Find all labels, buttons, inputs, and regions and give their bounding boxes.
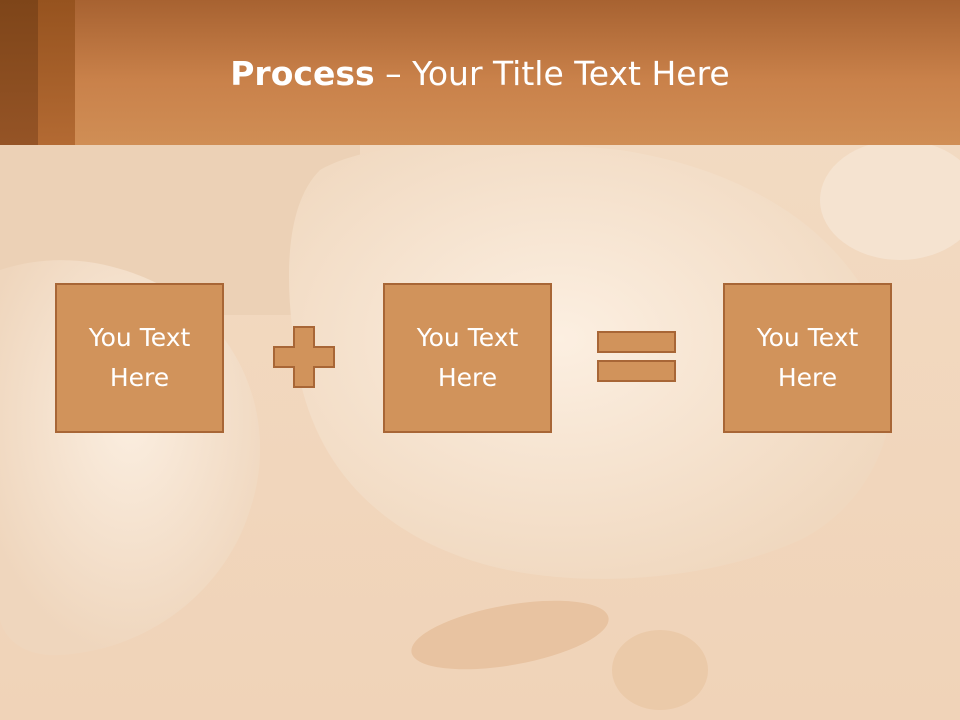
process-box-1-label: You Text Here <box>88 323 191 392</box>
slide-title-rest: – Your Title Text Here <box>374 54 730 93</box>
slide-title-bold: Process <box>230 54 375 93</box>
process-box-3[interactable]: You Text Here <box>723 283 892 433</box>
accent-stripe-light <box>38 0 75 145</box>
accent-stripe-dark <box>0 0 38 145</box>
process-box-3-label: You Text Here <box>756 323 859 392</box>
process-box-2-label: You Text Here <box>416 323 519 392</box>
process-box-2[interactable]: You Text Here <box>383 283 552 433</box>
process-box-1[interactable]: You Text Here <box>55 283 224 433</box>
plus-icon <box>273 326 335 388</box>
slide-title[interactable]: Process – Your Title Text Here <box>0 52 960 96</box>
equals-icon <box>597 331 676 382</box>
title-bar <box>0 0 960 145</box>
